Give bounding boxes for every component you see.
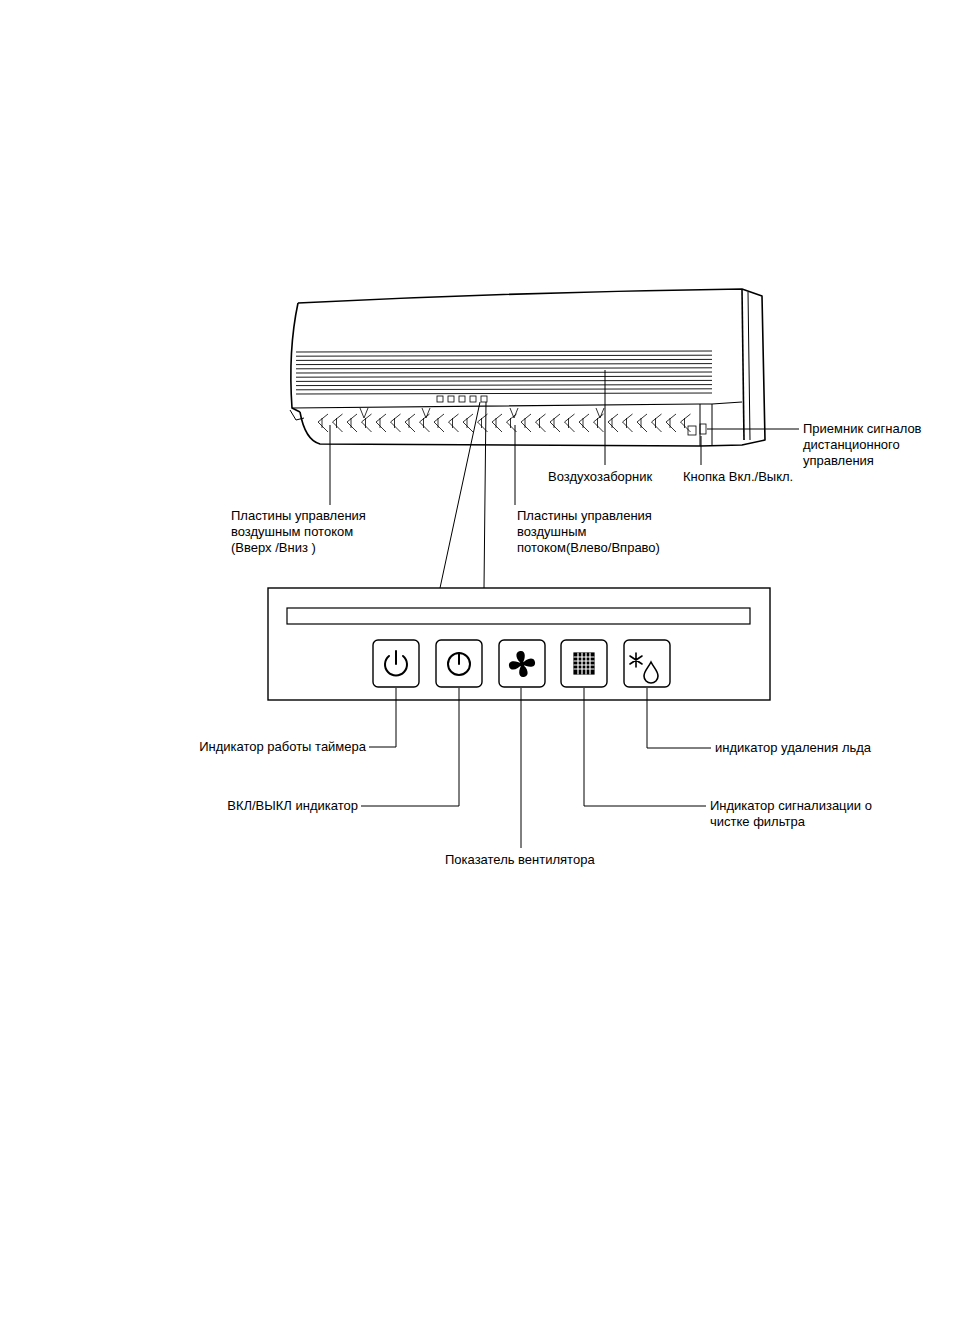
louver-blade [608,414,618,432]
grille-line [296,372,712,373]
air-intake-label: Воздухозаборник [548,469,673,485]
fan-indicator-label: Показатель вентилятора [445,852,625,868]
defrost-icon [630,653,658,683]
grille-line [296,355,712,356]
louver-blade [550,414,560,432]
louver-blade [521,414,531,432]
power-icon [395,651,397,664]
button-label: Кнопка Вкл./Выкл. [683,469,813,485]
receiver-label: Приемник сигналов дистанционного управле… [803,421,938,469]
louver-tab [422,408,430,418]
timer-icon [458,653,460,664]
filter-icon [574,653,594,674]
louver-blade [449,414,459,432]
grille-line [296,359,712,360]
grille-line [296,364,712,365]
louver-tab [360,408,368,418]
louver-blade [492,414,502,432]
defrost-indicator-label: индикатор удаления льда [715,740,915,756]
louver-blade [347,414,357,432]
louver-tab [596,408,604,418]
grille-line [296,393,712,394]
panel-icons [385,651,658,683]
louver-blade [594,414,604,432]
air-intake-grille [296,351,712,394]
leader-lines [330,370,799,848]
louver-blade [652,414,662,432]
power-indicator-label: ВКЛ/ВЫКЛ индикатор [190,798,358,814]
grille-line [296,376,712,377]
louver-blade [362,414,372,432]
fan-icon [509,651,535,677]
louver-blade [463,414,473,432]
grille-line [296,351,712,352]
louver-blade [391,414,401,432]
louver-blade [318,414,328,432]
updown-louver-label: Пластины управления воздушным потоком (В… [231,508,383,556]
louver-blade [434,414,444,432]
indicator-panel [268,588,770,700]
louver-blade [420,414,430,432]
louver-blade [623,414,633,432]
louver-blade [681,414,691,432]
indoor-unit [290,289,765,446]
louver-blade [565,414,575,432]
louver-blade [579,414,589,432]
louver-blade [405,414,415,432]
timer-icon [448,653,470,675]
airflow-louvers [318,408,691,432]
grille-line [296,380,712,381]
filter-indicator-label: Индикатор сигнализации о чистке фильтра [710,798,888,830]
timer-indicator-label: Индикатор работы таймера [170,739,366,755]
grille-line [296,368,712,369]
louver-blade [333,414,343,432]
louver-blade [376,414,386,432]
grille-line [296,385,712,386]
louver-blade [637,414,647,432]
grille-line [296,389,712,390]
louver-blade [666,414,676,432]
louver-tab [510,408,518,418]
leftright-louver-label: Пластины управления воздушным потоком(Вл… [517,508,673,556]
louver-blade [536,414,546,432]
